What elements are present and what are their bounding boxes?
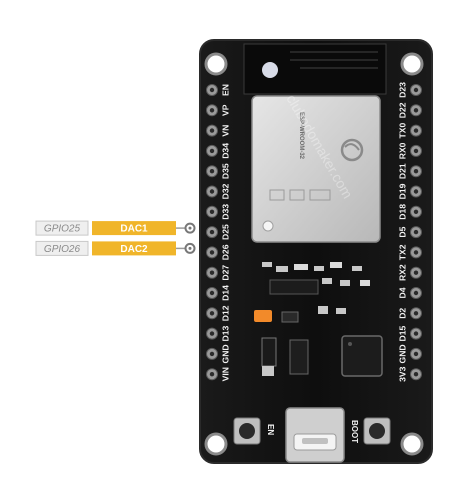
- left-pin-label: D12: [220, 305, 230, 321]
- left-pin-d34[interactable]: D34: [206, 143, 231, 159]
- callout-dac1: GPIO25 DAC1: [35, 220, 196, 236]
- left-pin-label: VP: [220, 104, 230, 116]
- right-pin-label: D2: [397, 308, 407, 319]
- right-pin-label: D15: [397, 325, 407, 341]
- mounting-hole-top-left: [204, 52, 228, 76]
- en-button[interactable]: [233, 417, 261, 445]
- antenna-led: [262, 62, 278, 78]
- module-pin1-marker: [262, 220, 274, 232]
- smd-components: [261, 262, 370, 376]
- left-pin-label: D35: [220, 163, 230, 179]
- right-pin-label: D23: [397, 82, 407, 98]
- right-pin-label: D5: [397, 226, 407, 237]
- dac-label: DAC2: [120, 244, 148, 255]
- right-pin-d18[interactable]: D18: [397, 204, 422, 220]
- right-pin-d23[interactable]: D23: [397, 82, 422, 98]
- gpio-label: GPIO25: [44, 224, 81, 235]
- right-pin-label: D18: [397, 204, 407, 220]
- left-pin-d26[interactable]: D26: [206, 244, 231, 260]
- dac-tag: [92, 241, 176, 256]
- boot-button-label: BOOT: [350, 420, 359, 443]
- boot-button[interactable]: [363, 417, 391, 445]
- antenna-trace: [290, 51, 378, 69]
- esp-module-shield: [251, 95, 381, 243]
- right-pin-rx2[interactable]: RX2: [397, 264, 422, 281]
- right-pin-d21[interactable]: D21: [397, 163, 422, 179]
- right-pin-rx0[interactable]: RX0: [397, 142, 422, 159]
- right-pin-d5[interactable]: D5: [397, 226, 422, 239]
- mounting-hole-bottom-left: [204, 432, 228, 456]
- left-pin-d27[interactable]: D27: [206, 265, 231, 281]
- left-pin-d14[interactable]: D14: [206, 285, 231, 301]
- right-pin-label: D4: [397, 287, 407, 298]
- right-pin-label: GND: [397, 344, 407, 363]
- left-pin-vin[interactable]: VIN: [206, 367, 231, 381]
- left-pin-d12[interactable]: D12: [206, 305, 231, 321]
- left-pin-d13[interactable]: D13: [206, 325, 231, 341]
- micro-usb-connector[interactable]: [285, 407, 345, 463]
- left-pin-label: D34: [220, 143, 230, 159]
- right-pin-label: D19: [397, 183, 407, 199]
- left-pin-label: D25: [220, 224, 230, 240]
- left-pin-gnd[interactable]: GND: [206, 344, 231, 363]
- right-pin-d15[interactable]: D15: [397, 325, 422, 341]
- left-pin-d33[interactable]: D33: [206, 204, 231, 220]
- dac-tag: [92, 221, 176, 236]
- right-pin-d19[interactable]: D19: [397, 183, 422, 199]
- right-pin-gnd[interactable]: GND: [397, 344, 422, 363]
- left-pin-label: D33: [220, 204, 230, 220]
- left-pin-label: D26: [220, 244, 230, 260]
- left-pin-label: D13: [220, 325, 230, 341]
- left-pin-label: D27: [220, 265, 230, 281]
- usb-uart-chip: [341, 335, 383, 377]
- right-pin-d4[interactable]: D4: [397, 287, 422, 299]
- gpio-tag: [35, 220, 89, 236]
- left-pin-label: EN: [220, 84, 230, 96]
- right-pin-label: D21: [397, 163, 407, 179]
- left-pin-label: VIN: [220, 367, 230, 381]
- left-pin-vp[interactable]: VP: [206, 104, 231, 117]
- orange-led: [254, 310, 272, 322]
- right-pin-label: TX2: [397, 244, 407, 260]
- left-pin-label: VN: [220, 125, 230, 137]
- en-button-label: EN: [266, 424, 275, 435]
- left-pin-label: GND: [220, 344, 230, 363]
- right-pin-label: RX0: [397, 142, 407, 159]
- left-pin-vn[interactable]: VN: [206, 124, 231, 137]
- mounting-holes: [204, 52, 424, 456]
- right-pin-label: RX2: [397, 264, 407, 281]
- espressif-logo-icon: [340, 138, 364, 162]
- callout-dac2: GPIO26 DAC2: [35, 240, 196, 256]
- dac-label: DAC1: [120, 224, 148, 235]
- gpio-tag: [35, 240, 89, 256]
- left-pin-en[interactable]: EN: [206, 84, 231, 96]
- left-pin-d35[interactable]: D35: [206, 163, 231, 179]
- right-pin-d2[interactable]: D2: [397, 307, 422, 320]
- left-pin-d25[interactable]: D25: [206, 224, 231, 240]
- right-pin-label: D22: [397, 102, 407, 118]
- left-pin-label: D32: [220, 183, 230, 199]
- right-pin-label: 3V3: [397, 366, 407, 382]
- gpio-label: GPIO26: [44, 244, 81, 255]
- left-pin-label: D14: [220, 285, 230, 301]
- right-pin-label: TX0: [397, 123, 407, 139]
- mounting-hole-top-right: [400, 52, 424, 76]
- module-marking: ESP-WROOM-32: [298, 112, 304, 160]
- right-pin-d22[interactable]: D22: [397, 102, 422, 118]
- module-certification-marks: [269, 189, 331, 201]
- right-pin-tx2[interactable]: TX2: [397, 244, 422, 260]
- right-pin-3v3[interactable]: 3V3: [397, 366, 422, 382]
- right-pin-tx0[interactable]: TX0: [397, 123, 422, 139]
- mounting-hole-bottom-right: [400, 432, 424, 456]
- left-pin-d32[interactable]: D32: [206, 183, 231, 199]
